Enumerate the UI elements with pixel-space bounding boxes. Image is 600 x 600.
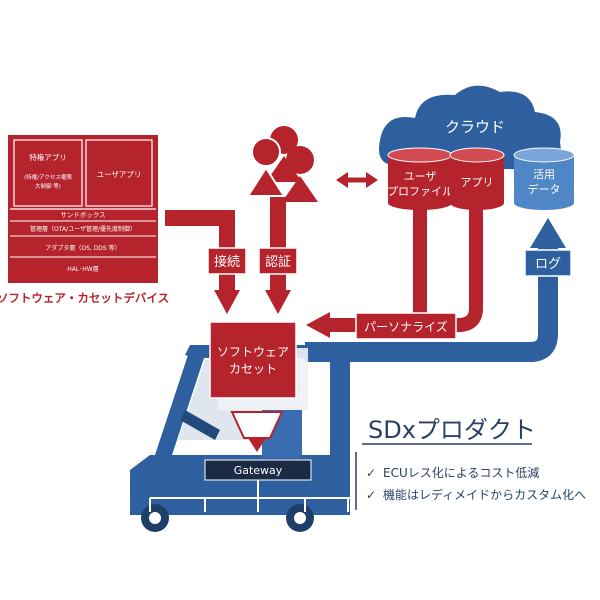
connect-arrow-head — [214, 290, 240, 314]
svg-text:ユーザ: ユーザ — [404, 170, 437, 183]
special-app-box — [13, 139, 83, 207]
bullet-check-icon: ✓ — [366, 488, 376, 502]
sandbox-label: サンドボックス — [60, 211, 105, 219]
gateway: Gateway — [204, 459, 312, 481]
sdx-product: SDxプロダクト ✓ ECUレス化によるコスト低減 ✓ 機能はレディメイドからカ… — [355, 416, 586, 510]
auth-label-box — [258, 247, 298, 275]
cassette-line2: カセット — [229, 362, 277, 376]
bullet-check-icon: ✓ — [366, 466, 376, 480]
personalize-label: パーソナライズ — [364, 319, 448, 334]
personalize-arrow-head — [306, 312, 330, 338]
db-usage-data: 活用 データ — [513, 147, 575, 210]
auth-flow: 認証 — [258, 196, 298, 314]
log-flow: ログ — [305, 218, 572, 362]
svg-text:大制御 等): 大制御 等) — [35, 182, 61, 190]
adapter-layer: アダプタ層（OS, DDS 等） — [45, 244, 120, 252]
users-icon — [246, 126, 318, 202]
hal-layer: HAL･HW層 — [67, 266, 98, 273]
db-app: アプリ — [449, 147, 505, 210]
product-bullet-1: ECUレス化によるコスト低減 — [383, 465, 539, 480]
personalize-label-box — [355, 312, 457, 340]
svg-text:プロファイル: プロファイル — [387, 185, 453, 198]
svg-text:特権アプリ: 特権アプリ — [29, 152, 67, 162]
svg-text:(特権/アクセス権限: (特権/アクセス権限 — [24, 173, 72, 181]
connect-flow: 接続 — [165, 210, 247, 314]
svg-text:ユーザアプリ: ユーザアプリ — [97, 170, 142, 179]
db-user-profile: ユーザ プロファイル — [387, 147, 453, 210]
gateway-label: Gateway — [234, 464, 283, 477]
log-label-box — [524, 249, 572, 277]
users-cloud-arrow — [336, 172, 378, 188]
log-label: ログ — [535, 257, 561, 272]
auth-label: 認証 — [265, 254, 291, 270]
svg-text:アプリ: アプリ — [461, 176, 494, 189]
cassette-line1: ソフトウェア — [217, 345, 289, 359]
personalize-flow: パーソナライズ — [306, 200, 483, 340]
connect-label: 接続 — [214, 254, 240, 270]
connect-label-box — [207, 247, 247, 275]
management-layer: 管理層（OTA/ユーザ管理/優先度制御） — [30, 225, 136, 233]
cloud-label: クラウド — [445, 118, 505, 136]
user-app-box — [85, 139, 153, 207]
cassette-connector — [230, 411, 284, 439]
svg-text:データ: データ — [528, 182, 561, 196]
auth-arrow-head — [265, 290, 291, 314]
software-cassette: ソフトウェア カセット — [209, 321, 308, 452]
product-title: SDxプロダクト — [368, 416, 536, 444]
device-caption: ソフトウェア・カセットデバイス — [0, 291, 169, 305]
product-bullet-2: 機能はレディメイドからカスタム化へ — [383, 487, 586, 502]
svg-text:活用: 活用 — [533, 168, 555, 181]
cassette-device: 特権アプリ (特権/アクセス権限 大制御 等) ユーザアプリ サンドボックス 管… — [0, 135, 169, 305]
log-arrow-head — [530, 218, 566, 248]
